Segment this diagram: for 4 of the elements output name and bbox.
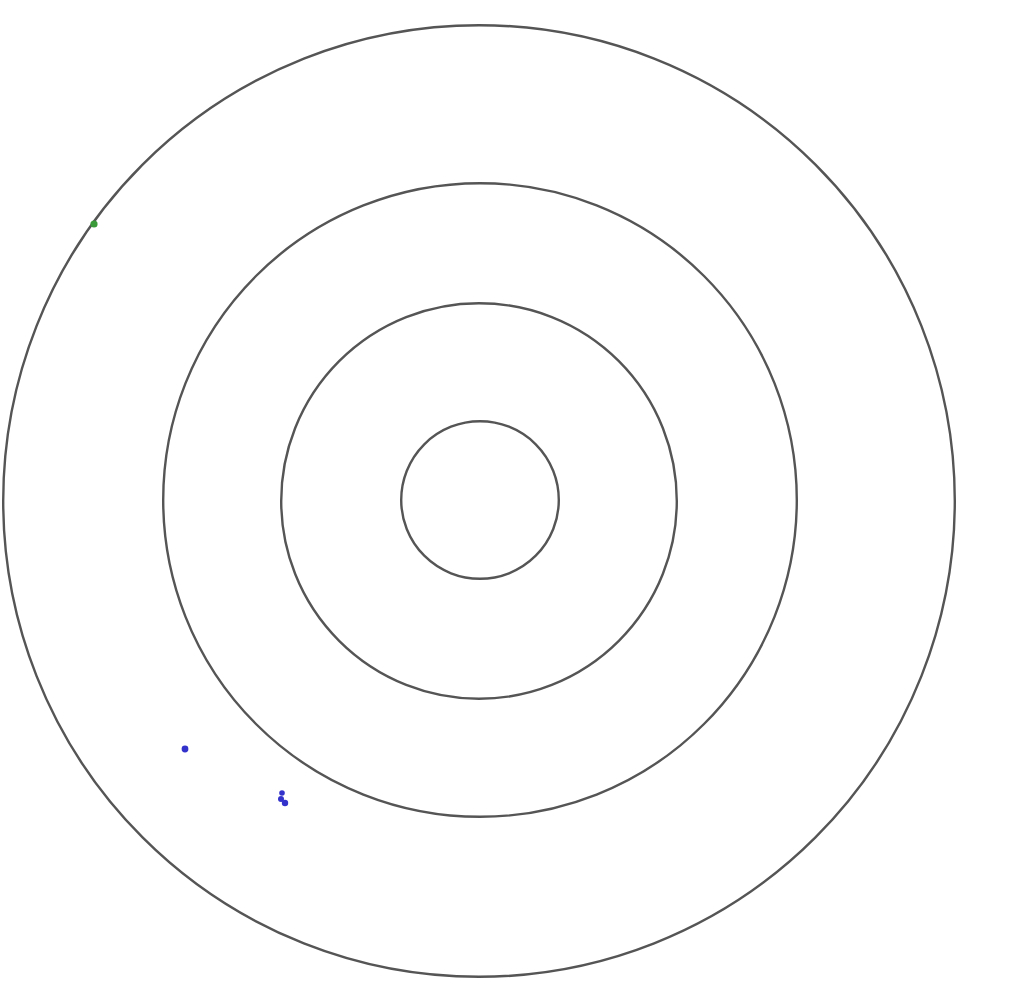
ring-circle <box>161 182 797 818</box>
ring-circle <box>2 23 956 977</box>
ring-circle <box>399 420 559 580</box>
ring-circle <box>280 301 678 699</box>
